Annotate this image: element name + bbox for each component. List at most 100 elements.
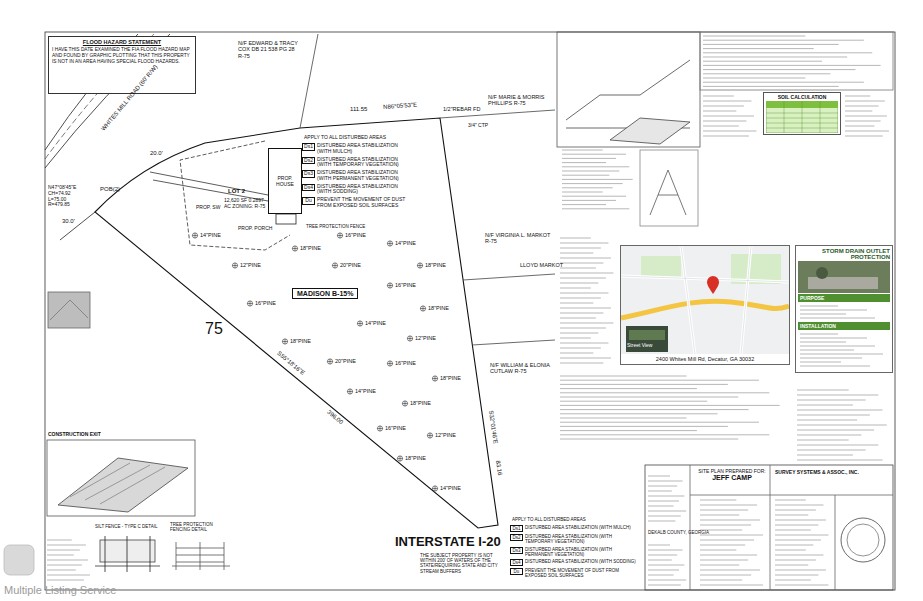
- fine-print-line: [648, 565, 684, 566]
- fine-print-line: [775, 565, 808, 566]
- box-text: PURPOSE: [798, 294, 890, 302]
- box-heading: SOIL CALCULATION: [765, 94, 839, 100]
- fine-print-lines: [798, 303, 890, 321]
- fine-print-line: [703, 106, 744, 107]
- legend-entry: Ds1DISTURBED AREA STABILIZATION (WITH MU…: [302, 143, 412, 155]
- legend-swatch: Ds4: [510, 559, 523, 566]
- fine-print-line: [560, 426, 728, 427]
- fine-print-line: [560, 283, 598, 284]
- fine-print-line: [648, 521, 675, 522]
- fine-print-line: [562, 150, 603, 151]
- tree-symbol: [192, 233, 197, 238]
- fine-print-line: [47, 575, 90, 576]
- plan-label: INTERSTATE I-20: [395, 535, 501, 550]
- legend-text: PREVENT THE MOVEMENT OF DUST FROM EXPOSE…: [317, 197, 412, 209]
- silt-fence-fabric: [100, 540, 155, 562]
- sidewalk-edge: [150, 172, 268, 195]
- fine-print-line: [560, 253, 593, 254]
- fine-print-line: [560, 380, 759, 381]
- fine-print-line: [47, 550, 80, 551]
- fine-print-lines: [798, 331, 890, 369]
- legend-entry: Ds1DISTURBED AREA STABILIZATION (WITH MU…: [510, 525, 638, 532]
- plan-label: N47°08'45"E CH=74.92 L=75.00 R=479.85: [48, 185, 82, 208]
- fine-print-line: [703, 111, 736, 112]
- fine-print-line: [797, 430, 874, 431]
- box-heading: FLOOD HAZARD STATEMENT: [52, 39, 192, 45]
- tree-label: 16"PINE: [395, 360, 416, 366]
- fine-print-line: [560, 397, 738, 398]
- legend-swatch: Ds4: [302, 184, 315, 192]
- fine-print-line: [562, 192, 603, 193]
- tree-symbol: [420, 306, 425, 311]
- fine-print-line: [700, 555, 757, 556]
- fine-print-line: [703, 131, 756, 132]
- tree-symbol: [332, 263, 337, 268]
- detail-panel: STORM DRAIN OUTLET PROTECTIONPURPOSEINST…: [795, 245, 893, 373]
- legend-entry: Ds3DISTURBED AREA STABILIZATION (WITH PE…: [302, 170, 412, 182]
- legend-code: Ds4: [304, 185, 313, 191]
- fine-print-line: [700, 525, 751, 526]
- tree-label: 12"PINE: [240, 262, 261, 268]
- boundary-extension: [60, 212, 95, 240]
- fine-print-line: [560, 363, 603, 364]
- statement-box: FLOOD HAZARD STATEMENTI HAVE THIS DATE E…: [48, 36, 196, 94]
- tree-label: 18"PINE: [425, 262, 446, 268]
- tree-symbol: [387, 283, 392, 288]
- fine-print-line: [560, 401, 707, 402]
- fine-print-line: [562, 196, 626, 197]
- fine-print-line: [560, 353, 593, 354]
- fine-print-line: [562, 204, 606, 205]
- tree-label: 14"PINE: [365, 320, 386, 326]
- fine-print-line: [703, 126, 739, 127]
- legend-swatch: Ds2: [302, 157, 315, 165]
- fine-print-line: [703, 73, 830, 74]
- fine-print-line: [703, 82, 864, 83]
- fine-print-line: [560, 293, 608, 294]
- fine-print-line: [775, 510, 816, 511]
- soil-type-box: MADISON B-15%: [292, 288, 358, 299]
- fine-print-line: [560, 328, 606, 329]
- fine-print-line: [700, 585, 763, 586]
- fine-print-line: [700, 510, 748, 511]
- fine-print-line: [560, 348, 601, 349]
- porch-outline: [276, 214, 296, 224]
- fine-print-line: [648, 476, 670, 477]
- plan-label: LLOYD MARKOT: [520, 262, 563, 268]
- fine-print-line: [797, 400, 866, 401]
- fine-print-line: [845, 121, 881, 122]
- watermark-logo: [4, 545, 34, 575]
- tree-symbol: [282, 339, 287, 344]
- fine-print-line: [648, 555, 677, 556]
- fine-print-line: [700, 560, 748, 561]
- pad-texture: [70, 463, 165, 504]
- fine-print-line: [562, 208, 629, 209]
- box-text: JEFF CAMP: [698, 474, 766, 481]
- fine-print-line: [560, 430, 697, 431]
- legend-text: DISTURBED AREA STABILIZATION (WITH MULCH…: [525, 525, 638, 530]
- fine-print-line: [845, 96, 870, 97]
- fine-print-line: [562, 158, 616, 159]
- fine-print-line: [775, 575, 818, 576]
- fine-print-line: [560, 343, 608, 344]
- tree-symbol: [402, 401, 407, 406]
- box-heading: SITE PLAN PREPARED FOR:: [698, 468, 766, 474]
- title-divider: [690, 465, 691, 590]
- house-footprint: PROP. HOUSE: [268, 148, 302, 214]
- legend-text: DISTURBED AREA STABILIZATION (WITH SODDI…: [525, 559, 638, 564]
- fine-print-line: [797, 445, 878, 446]
- plan-label: TREE PROTECTION FENCE: [306, 224, 366, 229]
- exit-profile: [566, 60, 690, 120]
- surveyor-seal: [847, 524, 879, 556]
- tree-symbol: [337, 233, 342, 238]
- surveyor-seal: [841, 518, 885, 562]
- plan-label: Multiple Listing Service: [4, 584, 117, 597]
- plan-label: CONSTRUCTION EXIT: [48, 432, 101, 438]
- tree-symbol: [387, 241, 392, 246]
- plan-label: 111.55: [350, 106, 367, 113]
- fine-print-line: [797, 425, 887, 426]
- fine-print-line: [703, 61, 822, 62]
- fine-print-line: [648, 486, 677, 487]
- tree-symbol: [357, 321, 362, 326]
- plan-label: PROP. PORCH: [238, 226, 272, 232]
- legend-code: Ds3: [512, 548, 521, 553]
